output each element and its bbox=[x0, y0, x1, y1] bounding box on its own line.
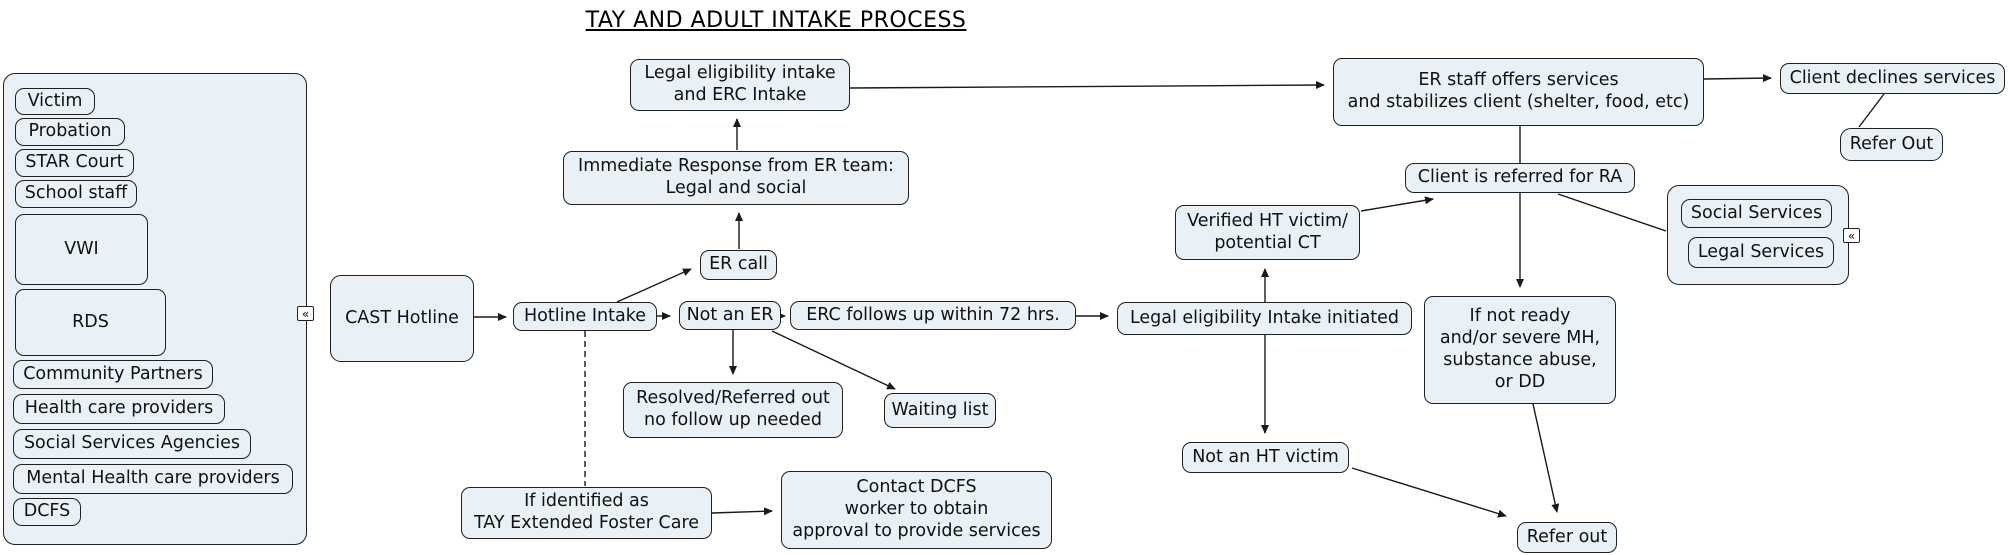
node-verified-ht-victim[interactable]: Verified HT victim/ potential CT bbox=[1175, 205, 1360, 260]
node-refer-out-top[interactable]: Refer Out bbox=[1840, 128, 1943, 161]
source-item-school-staff[interactable]: School staff bbox=[15, 180, 137, 208]
source-item-health-care-providers[interactable]: Health care providers bbox=[13, 394, 225, 424]
node-refer-out-bottom[interactable]: Refer out bbox=[1517, 522, 1617, 553]
node-waiting-list[interactable]: Waiting list bbox=[884, 393, 996, 428]
node-legal-eligibility-intake-initiated[interactable]: Legal eligibility Intake initiated bbox=[1117, 302, 1412, 335]
connector-erstaff-to-declines bbox=[1703, 74, 1772, 83]
source-item-community-partners[interactable]: Community Partners bbox=[13, 360, 213, 389]
page-title: TAY AND ADULT INTAKE PROCESS bbox=[585, 8, 967, 33]
connector-notaner-to-waiting bbox=[771, 330, 896, 390]
collapse-icon[interactable]: « bbox=[1843, 228, 1860, 243]
source-item-social-services-agencies[interactable]: Social Services Agencies bbox=[13, 429, 251, 459]
node-hotline-intake[interactable]: Hotline Intake bbox=[513, 302, 657, 331]
source-item-mental-health-care-providers[interactable]: Mental Health care providers bbox=[13, 464, 293, 494]
node-contact-dcfs-worker[interactable]: Contact DCFS worker to obtain approval t… bbox=[781, 471, 1052, 549]
node-resolved-referred-out[interactable]: Resolved/Referred out no follow up neede… bbox=[623, 382, 843, 438]
source-item-victim[interactable]: Victim bbox=[15, 88, 95, 115]
node-not-an-ht-victim[interactable]: Not an HT victim bbox=[1182, 442, 1349, 473]
node-er-call[interactable]: ER call bbox=[700, 250, 777, 280]
connector-notready-to-referout bbox=[1532, 403, 1560, 513]
node-if-not-ready[interactable]: If not ready and/or severe MH, substance… bbox=[1424, 296, 1616, 404]
service-item-social-services[interactable]: Social Services bbox=[1681, 199, 1832, 228]
source-item-probation[interactable]: Probation bbox=[15, 118, 125, 146]
source-item-star-court[interactable]: STAR Court bbox=[15, 149, 134, 177]
connector-verified-to-ra bbox=[1360, 196, 1434, 212]
node-legal-eligibility-erc-intake[interactable]: Legal eligibility intake and ERC Intake bbox=[630, 59, 850, 111]
node-client-referred-for-ra[interactable]: Client is referred for RA bbox=[1405, 163, 1635, 193]
source-item-dcfs[interactable]: DCFS bbox=[13, 498, 81, 526]
node-er-staff-offers-services[interactable]: ER staff offers services and stabilizes … bbox=[1333, 58, 1704, 126]
source-item-rds[interactable]: RDS bbox=[15, 289, 166, 356]
node-immediate-response[interactable]: Immediate Response from ER team: Legal a… bbox=[563, 151, 909, 205]
connector-ra-to-services bbox=[1557, 193, 1667, 232]
source-item-vwi[interactable]: VWI bbox=[15, 214, 148, 285]
node-client-declines-services[interactable]: Client declines services bbox=[1780, 63, 2005, 94]
node-cast-hotline[interactable]: CAST Hotline bbox=[330, 275, 474, 362]
node-not-an-er[interactable]: Not an ER bbox=[679, 301, 781, 330]
connector-notht-to-referout bbox=[1351, 467, 1507, 518]
connector-tay-to-dcfsworker bbox=[711, 507, 773, 516]
node-erc-follow-up[interactable]: ERC follows up within 72 hrs. bbox=[790, 301, 1076, 330]
service-item-legal-services[interactable]: Legal Services bbox=[1688, 237, 1834, 268]
collapse-icon[interactable]: « bbox=[297, 306, 314, 321]
connector-hotline-to-ercall bbox=[616, 268, 692, 303]
connector-declines-to-referout bbox=[1858, 93, 1885, 128]
connector-legalerc-to-erstaff bbox=[849, 81, 1325, 90]
node-tay-extended-foster-care[interactable]: If identified as TAY Extended Foster Car… bbox=[461, 487, 712, 539]
